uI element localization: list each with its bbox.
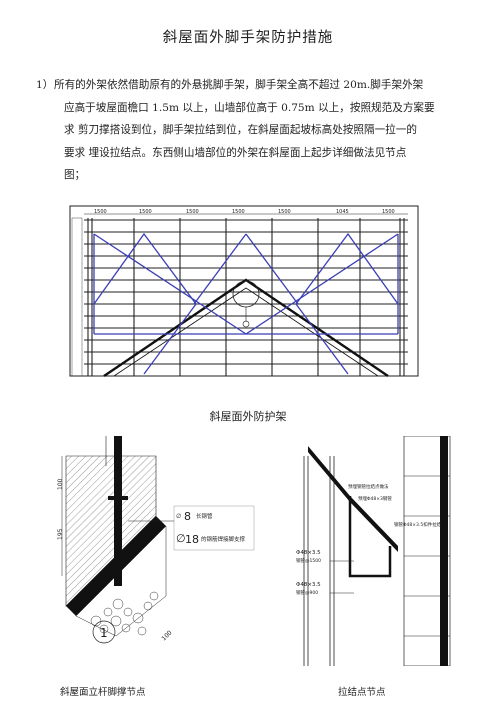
paragraph-number: 1） [36,79,54,91]
dim-label: 1500 [94,209,107,215]
callout-number: 18 [185,533,199,546]
paragraph-line: 图； [64,169,86,181]
dim-label: 195 [57,528,64,540]
pipe-sub-label: 钢管@1500 [296,557,321,564]
dim-label: 1500 [186,209,199,215]
callout-symbol: ∅ [176,532,186,545]
pole-support-detail-figure: 100 195 100 ∅ 8 长钢管 ∅ 18 的钢筋焊接脚支撑 1 [57,436,255,644]
figure-caption-left: 斜屋面立杆脚撑节点 [60,687,146,698]
cross-bracing [93,232,399,375]
note-text: 预埋Φ48×3钢管 [358,495,392,502]
callout-text: 长钢管 [196,512,213,520]
dim-label: 100 [57,478,64,490]
dim-label: 1500 [232,209,245,215]
pipe-labels: Φ48×3.5 钢管@1500 Φ48×3.5 钢管@900 [296,550,321,596]
pipe-label: Φ48×3.5 [296,582,321,588]
top-dimensions: 1500 1500 1500 1500 1500 1045 1500 [94,209,395,215]
vertical-standards [87,218,405,376]
frame [69,205,419,377]
pipe-label: Φ48×3.5 [296,550,321,556]
wall-column [403,436,451,666]
level-marks [71,217,83,377]
callout-number: 8 [184,510,191,523]
tie-point-detail-figure: 预埋钢管拉结点做法 预埋Φ48×3钢管 钢管Φ48×3.5扣件拉结 Φ48×3.… [296,436,451,666]
vertical-pole [114,436,122,586]
roof-slope [103,278,389,377]
paragraph-line: 所有的外架依然借助原有的外悬挑脚手架，脚手架全高不超过 20m.脚手架外架 [54,79,424,91]
scaffold-standards [303,456,335,666]
horizontal-ledgers [84,219,408,377]
paragraph-line: 求 剪刀撑搭设到位，脚手架拉结到位，在斜屋面起坡标高处按照隔一拉一的 [64,124,417,136]
page-title: 斜屋面外脚手架防护措施 [162,30,334,46]
dim-label: 1045 [336,209,349,215]
roof-edge [308,446,398,552]
scaffold-elevation-figure: 1500 1500 1500 1500 1500 1045 1500 [69,205,419,377]
note-text: 预埋钢管拉结点做法 [348,483,389,490]
detail-marker [92,620,116,644]
pipe-sub-label: 钢管@900 [296,589,318,596]
figure-caption-main: 斜屋面外防护架 [209,410,287,423]
notes: 预埋钢管拉结点做法 预埋Φ48×3钢管 钢管Φ48×3.5扣件拉结 [348,483,442,528]
roof-slope-inner [113,287,379,377]
callout-text: ∅ [176,513,181,520]
dim-label: 1500 [278,209,291,215]
paragraph-line: 要求 埋设拉结点。东西侧山墙部位的外架在斜屋面上起步详细做法见节点 [64,146,407,159]
paragraph-line: 应高于坡屋面檐口 1.5m 以上，山墙部位高于 0.75m 以上，按照规范及方案… [64,101,435,114]
figure-caption-right: 拉结点节点 [338,687,386,698]
dim-label: 100 [160,629,173,642]
callout-text: 的钢筋焊接脚支撑 [201,535,246,543]
dim-label: 1500 [139,209,152,215]
dim-label: 1500 [382,209,395,215]
marker-number: 1 [100,626,108,640]
note-text: 钢管Φ48×3.5扣件拉结 [394,521,442,528]
gravel-fill [90,591,159,636]
